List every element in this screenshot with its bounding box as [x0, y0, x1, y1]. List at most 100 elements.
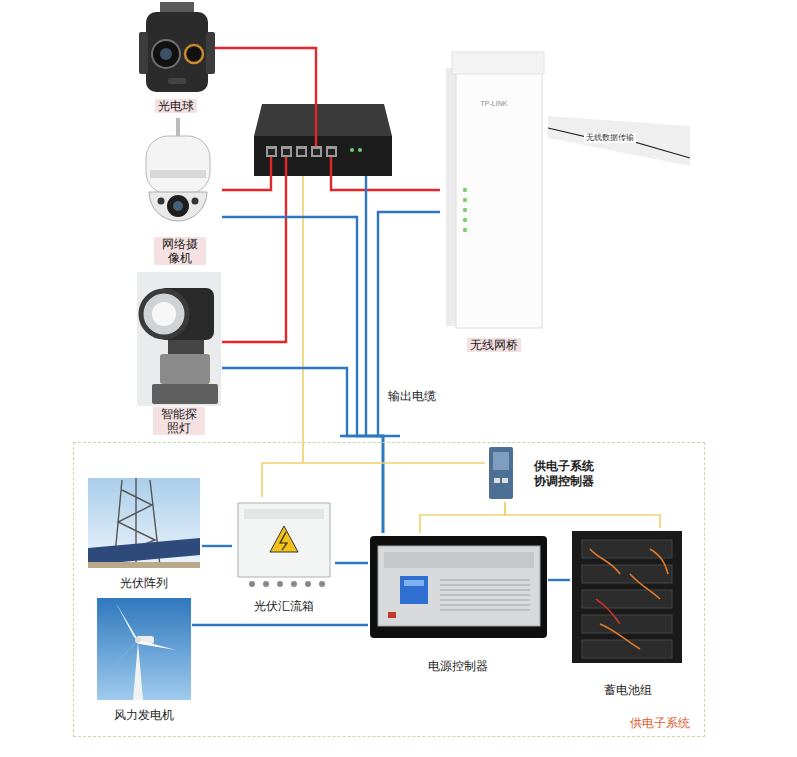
- signal-cable: [262, 463, 485, 497]
- power-controller: [384, 552, 534, 568]
- wind-turbine: [133, 642, 143, 700]
- power-cable: [548, 579, 570, 581]
- coordinator-device: [494, 478, 500, 483]
- device-block: 蓄电池组: [570, 528, 685, 697]
- solar-array: [88, 538, 200, 565]
- power-cable: [222, 368, 383, 533]
- wireless-link-symbol: [548, 116, 690, 166]
- searchlight: [141, 291, 187, 337]
- combiner-box: [263, 581, 269, 587]
- combiner-box: [319, 581, 325, 587]
- searchlight: [152, 302, 176, 326]
- node-caption: 光伏汇流箱: [254, 599, 314, 613]
- device-block: 光伏汇流箱: [232, 497, 335, 613]
- signal-cable: [420, 502, 505, 533]
- photoelectric-ball-camera: [168, 78, 186, 84]
- photoelectric-ball-camera: [160, 48, 172, 60]
- ethernet-wire: [215, 48, 440, 342]
- combiner-box: [270, 526, 298, 552]
- combiner-box: [238, 503, 330, 577]
- battery-bank: [572, 531, 682, 663]
- device-block: 光伏阵列: [86, 476, 202, 590]
- network-switch: [254, 104, 392, 176]
- node-caption: 智能探照灯: [153, 407, 205, 435]
- power-controller: [404, 580, 424, 586]
- network-switch: [326, 146, 337, 157]
- device-block: 网络摄像机: [137, 118, 222, 265]
- device-block: 供电子系统 协调控制器: [485, 445, 600, 502]
- wireless-bridge: [463, 188, 467, 192]
- ethernet-wire: [222, 157, 286, 342]
- power-controller: [388, 612, 396, 618]
- node-caption: TP-LINK: [481, 100, 508, 108]
- wireless-link-symbol: [548, 128, 690, 158]
- battery-bank: [590, 549, 668, 649]
- signal-wire: [302, 176, 304, 463]
- wireless-link-symbol: [548, 116, 690, 166]
- wind-turbine: [138, 640, 176, 650]
- network-switch: [254, 136, 392, 176]
- coordinator-device: [489, 447, 513, 499]
- photoelectric-ball-camera: [139, 32, 148, 74]
- combiner-box: [277, 581, 283, 587]
- signal-cable: [505, 502, 660, 528]
- battery-bank: [582, 565, 672, 583]
- searchlight: [137, 272, 221, 406]
- wireless-bridge: [452, 52, 544, 74]
- photoelectric-ball-camera: [152, 40, 180, 68]
- wind-turbine: [112, 640, 138, 668]
- wireless-bridge: [463, 198, 467, 202]
- searchlight: [137, 272, 221, 406]
- power-controller: [400, 576, 428, 604]
- wind-turbine: [97, 598, 191, 700]
- combiner-box: [238, 503, 330, 587]
- node-caption: 蓄电池组: [604, 683, 652, 697]
- wireless-bridge: [446, 52, 544, 328]
- node-caption: 网络摄像机: [154, 237, 206, 265]
- solar-array: [88, 562, 200, 568]
- combiner-box: [280, 532, 287, 550]
- network-switch: [296, 146, 307, 157]
- network-switch: [358, 148, 362, 152]
- dome-camera: [173, 201, 183, 211]
- coordinator-device: [502, 478, 508, 483]
- power-controller: [370, 536, 547, 638]
- solar-array: [88, 478, 200, 568]
- network-switch: [350, 148, 354, 152]
- dome-camera: [149, 192, 207, 221]
- power-controller: [378, 546, 540, 626]
- dome-camera: [146, 136, 210, 194]
- cable-label: 输出电缆: [388, 389, 436, 404]
- network-switch: [254, 104, 392, 136]
- wind-turbine: [135, 637, 141, 643]
- ethernet-wire: [222, 157, 271, 190]
- solar-array: [88, 478, 200, 568]
- device-block: 风力发电机: [95, 596, 192, 722]
- node-caption: 光伏阵列: [120, 576, 168, 590]
- searchlight: [160, 354, 210, 384]
- node-caption: 供电子系统 协调控制器: [534, 459, 600, 489]
- photoelectric-ball-camera: [206, 32, 215, 74]
- wind-turbine: [116, 603, 138, 640]
- network-switch: [283, 149, 290, 155]
- network-switch: [268, 149, 275, 155]
- coordinator-device: [489, 447, 513, 499]
- wireless-bridge: [463, 228, 467, 232]
- device-block: 光电球: [137, 2, 215, 113]
- power-controller: [440, 580, 530, 610]
- device-block: 电源控制器: [368, 533, 548, 673]
- searchlight: [168, 340, 204, 354]
- power-cable: [202, 545, 232, 547]
- dome-camera: [146, 118, 210, 221]
- network-switch: [266, 146, 277, 157]
- network-switch: [281, 146, 292, 157]
- wireless-bridge: [463, 218, 467, 222]
- region-label: 供电子系统: [630, 716, 690, 730]
- node-caption: 光电球: [155, 99, 197, 113]
- power-cable: [192, 624, 368, 626]
- battery-bank: [572, 531, 682, 663]
